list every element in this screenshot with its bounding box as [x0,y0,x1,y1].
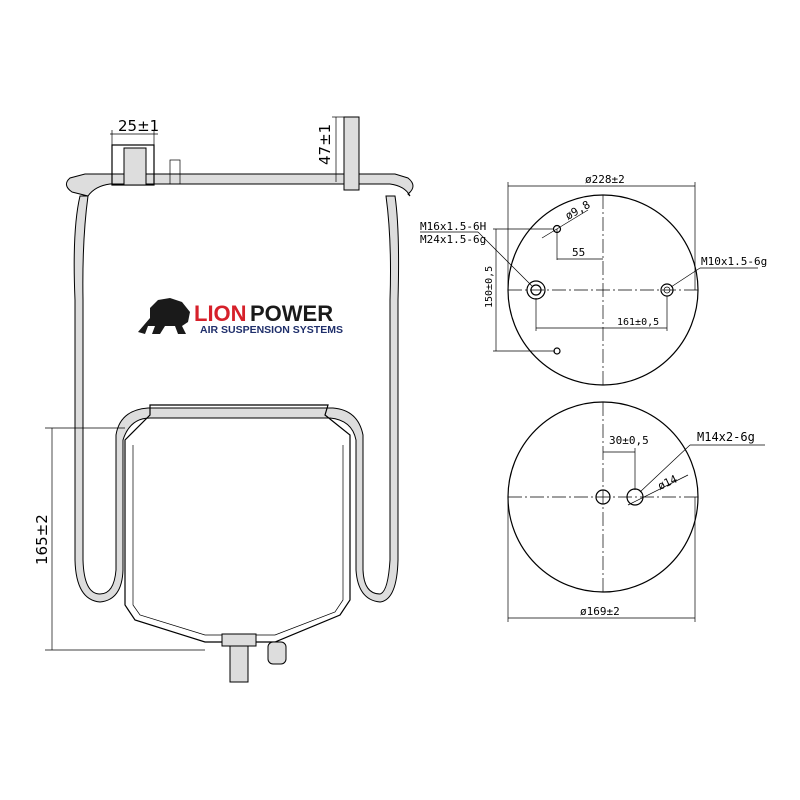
lion-logo-icon [138,298,190,334]
leader [639,444,691,493]
bellows [73,195,400,603]
dim-offset-30: 30±0,5 [609,434,649,447]
dim-stud-height: 47±1 [316,124,334,165]
piston-inner [132,417,344,636]
thread-label-a: M16x1.5-6H [420,220,486,233]
nut-bore [123,147,147,186]
small-stud [169,159,181,185]
leader [477,231,533,287]
logo: LION POWER AIR SUSPENSION SYSTEMS [138,298,343,336]
stud [343,116,360,191]
brand-tagline: AIR SUSPENSION SYSTEMS [200,324,343,336]
stud-core [663,286,671,294]
brand-lion: LION [194,301,247,326]
side-view: 25±1 47±1 165±2 [33,116,414,683]
bottom-bolt [229,645,249,683]
leader [627,474,689,506]
thread-label-b: M24x1.5-6g [420,233,486,246]
top-view: ø228±2 ø9,8 55 M16x1.5-6H M24x1.5-6g M10… [420,173,767,386]
dim-horizontal: 161±0,5 [617,317,659,328]
dim-piston-height: 165±2 [33,514,51,565]
hole [553,347,561,355]
dim-bottom-diameter: ø169±2 [580,605,620,618]
dim-nut-width: 25±1 [118,117,159,135]
bottom-pin [267,641,287,665]
bottom-view: 30±0,5 M14x2-6g ø14 ø169±2 [507,401,765,622]
port-bore [530,284,542,296]
thread-label-right: M10x1.5-6g [701,255,767,268]
bottom-bolt-head [221,633,257,647]
bead-plate [66,173,414,197]
center-bolt-hole [595,489,611,505]
leader [670,267,701,288]
piston [124,404,351,643]
dim-vertical: 150±0,5 [484,266,495,308]
dim-top-diameter: ø228±2 [585,173,625,186]
dim-pin-hole: ø14 [656,472,680,492]
dim-offset-55: 55 [572,246,585,259]
leader [541,209,589,239]
brand-power: POWER [250,301,333,326]
bottom-thread-label: M14x2-6g [697,430,755,444]
